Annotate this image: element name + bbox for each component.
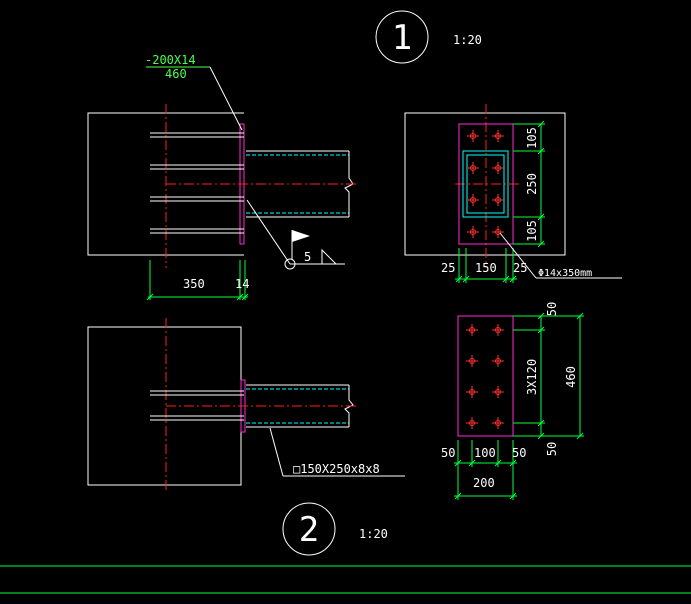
- dim-front-bottom-center: 150: [475, 261, 497, 275]
- tube-spec-callout: □150X250x8x8: [269, 427, 405, 477]
- bolt-icon: [492, 194, 504, 206]
- plate-spec-callout: -200X14 460: [145, 53, 243, 131]
- dim-plate-bottom: 50: [545, 442, 559, 456]
- weld-size-label: 5: [304, 250, 311, 264]
- section-2-scale: 1:20: [359, 527, 388, 541]
- dim-front-middle: 250: [525, 173, 539, 195]
- section-2-side-view: □150X250x8x8: [87, 318, 405, 492]
- tube-section-outer: [462, 150, 509, 218]
- steel-tube-side: [246, 150, 354, 218]
- front-right-dimensions: [513, 120, 545, 248]
- bolt-icon: [492, 417, 504, 429]
- dim-plate-top: 50: [545, 302, 559, 316]
- tube-spec-label: □150X250x8x8: [293, 462, 380, 476]
- dim-plate-thickness: 14: [235, 277, 249, 291]
- concrete-face-outline: [404, 112, 566, 256]
- dim-plate-total: 460: [564, 366, 578, 388]
- plate-spec-line1: -200X14: [145, 53, 196, 67]
- section-1-header: 1 1:20: [375, 10, 482, 64]
- bolt-icon: [492, 355, 504, 367]
- front-view: 105 250 105 25 150 25 Φ14x350mm: [404, 104, 622, 283]
- dim-plate-width: 200: [473, 476, 495, 490]
- bolt-icon: [466, 355, 478, 367]
- bolt-icon: [466, 324, 478, 336]
- plate-bottom-dimensions: [454, 440, 517, 500]
- tube-break-mark-2: [344, 385, 354, 427]
- dim-plate-bottom-right: 50: [512, 446, 526, 460]
- plate-spec-line2: 460: [165, 67, 187, 81]
- front-bottom-dimensions: [455, 248, 517, 283]
- title-block-border: [0, 565, 691, 594]
- bolt-icon: [492, 162, 504, 174]
- dim-plate-bottom-center: 100: [474, 446, 496, 460]
- bolt-icon: [466, 417, 478, 429]
- tube-break-mark: [344, 151, 354, 217]
- dim-embed-length: 350: [183, 277, 205, 291]
- bolt-icon: [492, 130, 504, 142]
- bolt-icon: [492, 226, 504, 238]
- plate-detail-view: 50 3X120 50 460 50 100 50 200: [441, 302, 584, 500]
- tube-section-inner: [466, 154, 505, 214]
- weld-symbol: 5: [246, 199, 345, 270]
- section-1-number: 1: [392, 18, 412, 58]
- bolt-icon: [467, 194, 479, 206]
- side-view-dimensions: [146, 260, 249, 301]
- bolt-icon: [467, 226, 479, 238]
- dim-front-top: 105: [525, 127, 539, 149]
- bolt-icon: [492, 324, 504, 336]
- section-2-number: 2: [299, 510, 319, 550]
- dim-front-bottom: 105: [525, 220, 539, 242]
- plate-bolt-group: [466, 324, 504, 429]
- side-elevation-view: -200X14 460 5 350 14: [87, 53, 358, 301]
- dim-front-bottom-right: 25: [513, 261, 527, 275]
- dim-front-bottom-left: 25: [441, 261, 455, 275]
- section-1-bubble: [375, 10, 429, 64]
- bolt-spec-callout: Φ14x350mm: [499, 232, 622, 279]
- front-embedded-plate: [458, 123, 514, 245]
- dim-plate-bottom-left: 50: [441, 446, 455, 460]
- concrete-column-outline-2: [87, 326, 242, 486]
- front-bolt-group: [467, 130, 504, 238]
- dim-plate-middle: 3X120: [525, 359, 539, 395]
- anchor-bars: [150, 132, 244, 234]
- section-2-bubble: [282, 502, 336, 556]
- bolt-icon: [467, 130, 479, 142]
- plate-detail-outline: [457, 315, 514, 437]
- plate-right-dimensions: [513, 312, 584, 440]
- fillet-weld-icon: [321, 248, 337, 265]
- section-2-header: 2 1:20: [282, 502, 388, 556]
- bolt-icon: [467, 162, 479, 174]
- section-1-scale: 1:20: [453, 33, 482, 47]
- bolt-spec-label: Φ14x350mm: [538, 268, 592, 279]
- field-weld-flag-icon: [292, 230, 310, 242]
- bolt-icon: [466, 386, 478, 398]
- steel-tube-side-2: [246, 384, 354, 428]
- anchor-bars-2: [150, 390, 244, 421]
- bolt-icon: [492, 386, 504, 398]
